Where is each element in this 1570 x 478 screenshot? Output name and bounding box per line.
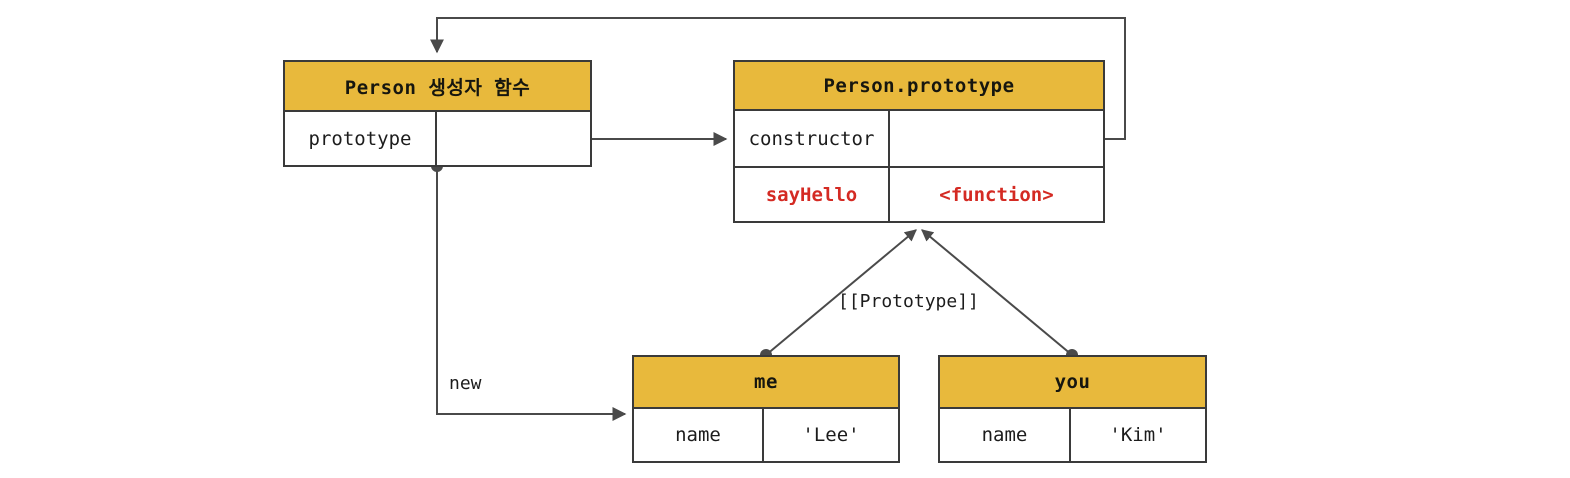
property-key-you-name: name (940, 409, 1071, 461)
property-value-prototype (437, 112, 590, 165)
box-header-person-constructor: Person 생성자 함수 (285, 62, 590, 112)
box-header-me: me (634, 357, 898, 409)
property-row-prototype: prototype (285, 112, 590, 165)
edge-label-prototype-link: [[Prototype]] (838, 291, 979, 312)
property-row-sayhello: sayHello <function> (735, 166, 1103, 221)
property-row-you-name: name 'Kim' (940, 409, 1205, 461)
object-box-me: me name 'Lee' (632, 355, 900, 463)
box-header-person-prototype: Person.prototype (735, 62, 1103, 111)
property-value-me-name: 'Lee' (802, 424, 860, 446)
edge-label-new-operator: new (449, 373, 482, 394)
box-header-you: you (940, 357, 1205, 409)
property-row-constructor: constructor (735, 111, 1103, 166)
property-key-me-name: name (634, 409, 764, 461)
property-value-you-name: 'Kim' (1109, 424, 1167, 446)
object-box-person-prototype: Person.prototype constructor sayHello <f… (733, 60, 1105, 223)
property-value-constructor (890, 111, 1103, 166)
property-value-sayhello: <function> (939, 183, 1054, 206)
property-row-me-name: name 'Lee' (634, 409, 898, 461)
object-box-person-constructor: Person 생성자 함수 prototype (283, 60, 592, 167)
property-key-prototype: prototype (285, 112, 437, 165)
property-key-sayhello: sayHello (735, 168, 890, 221)
property-key-constructor: constructor (735, 111, 890, 166)
object-box-you: you name 'Kim' (938, 355, 1207, 463)
